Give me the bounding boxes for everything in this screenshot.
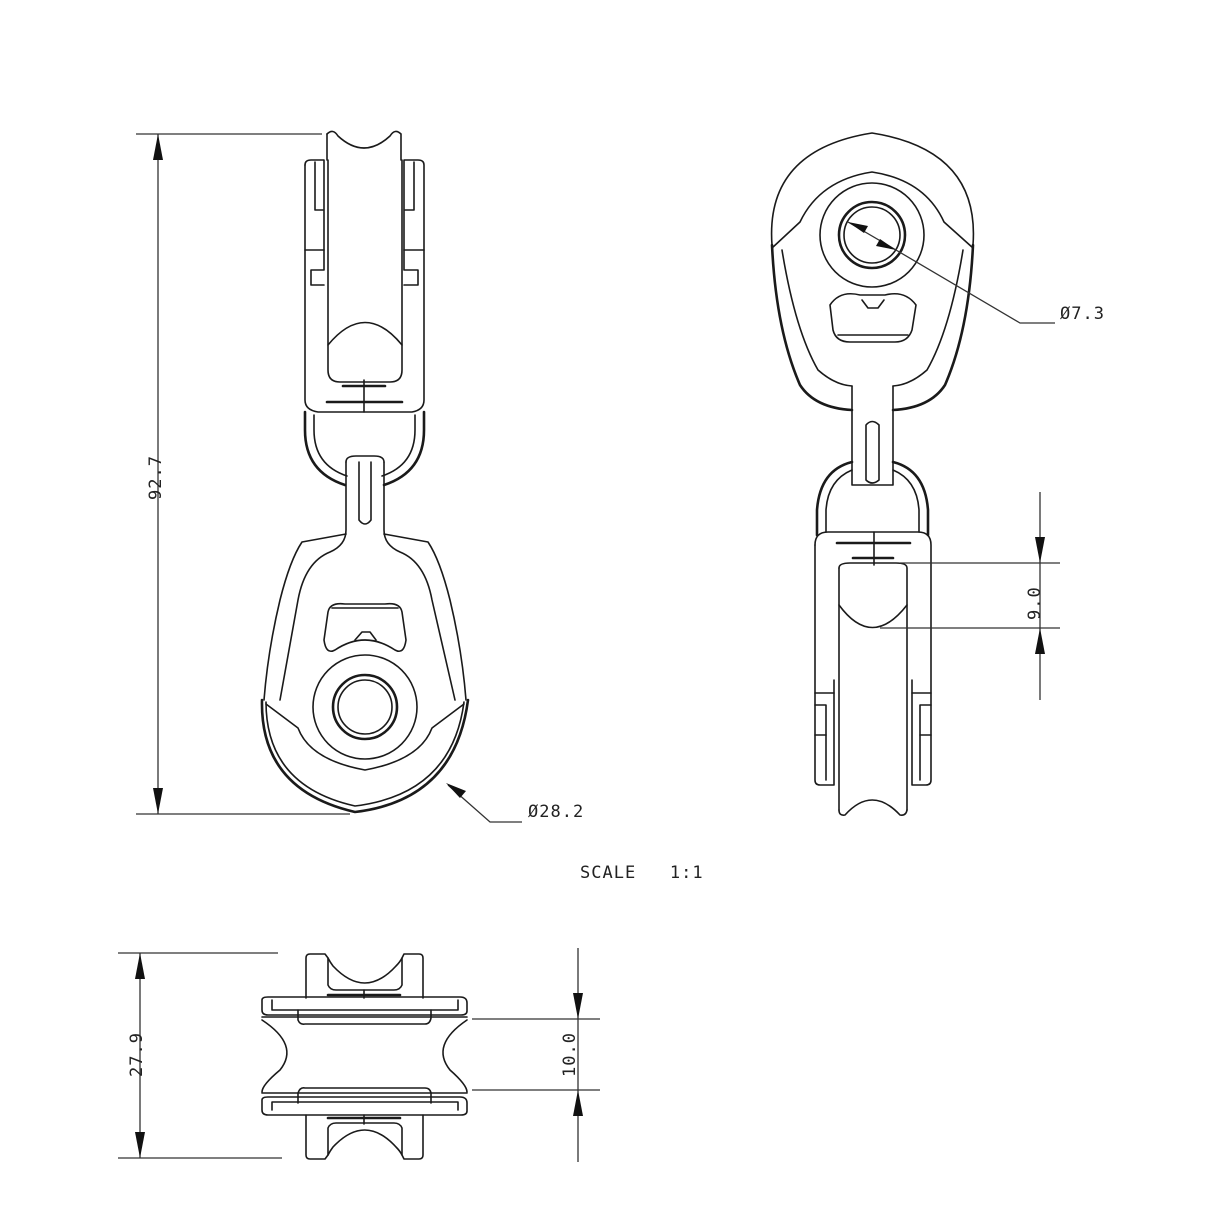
- side-view: [770, 132, 1060, 816]
- pin-diameter-label: Ø7.3: [1060, 304, 1105, 324]
- side-view-block: [770, 132, 975, 486]
- scale-label: SCALE 1:1: [580, 863, 704, 883]
- side-view-swivel-fork: [814, 460, 932, 816]
- dimension-overall-height: [136, 133, 350, 815]
- front-view-block: [260, 455, 470, 814]
- dimension-swivel-gap: [880, 492, 1060, 700]
- front-view-swivel-fork: [303, 130, 426, 487]
- leader-pin-diameter: [895, 249, 1055, 324]
- dimension-sheave-width: [472, 948, 600, 1162]
- sheave-diameter-label: Ø28.2: [528, 802, 585, 822]
- sheave-width-label: 10.0: [560, 1032, 580, 1077]
- top-view: [118, 948, 600, 1162]
- front-view: [136, 130, 522, 823]
- overall-height-label: 92.7: [146, 455, 166, 500]
- leader-sheave-diameter: [446, 783, 522, 823]
- overall-width-label: 27.9: [127, 1032, 147, 1077]
- swivel-gap-label: 9.0: [1025, 586, 1045, 620]
- dimension-overall-width: [118, 952, 282, 1159]
